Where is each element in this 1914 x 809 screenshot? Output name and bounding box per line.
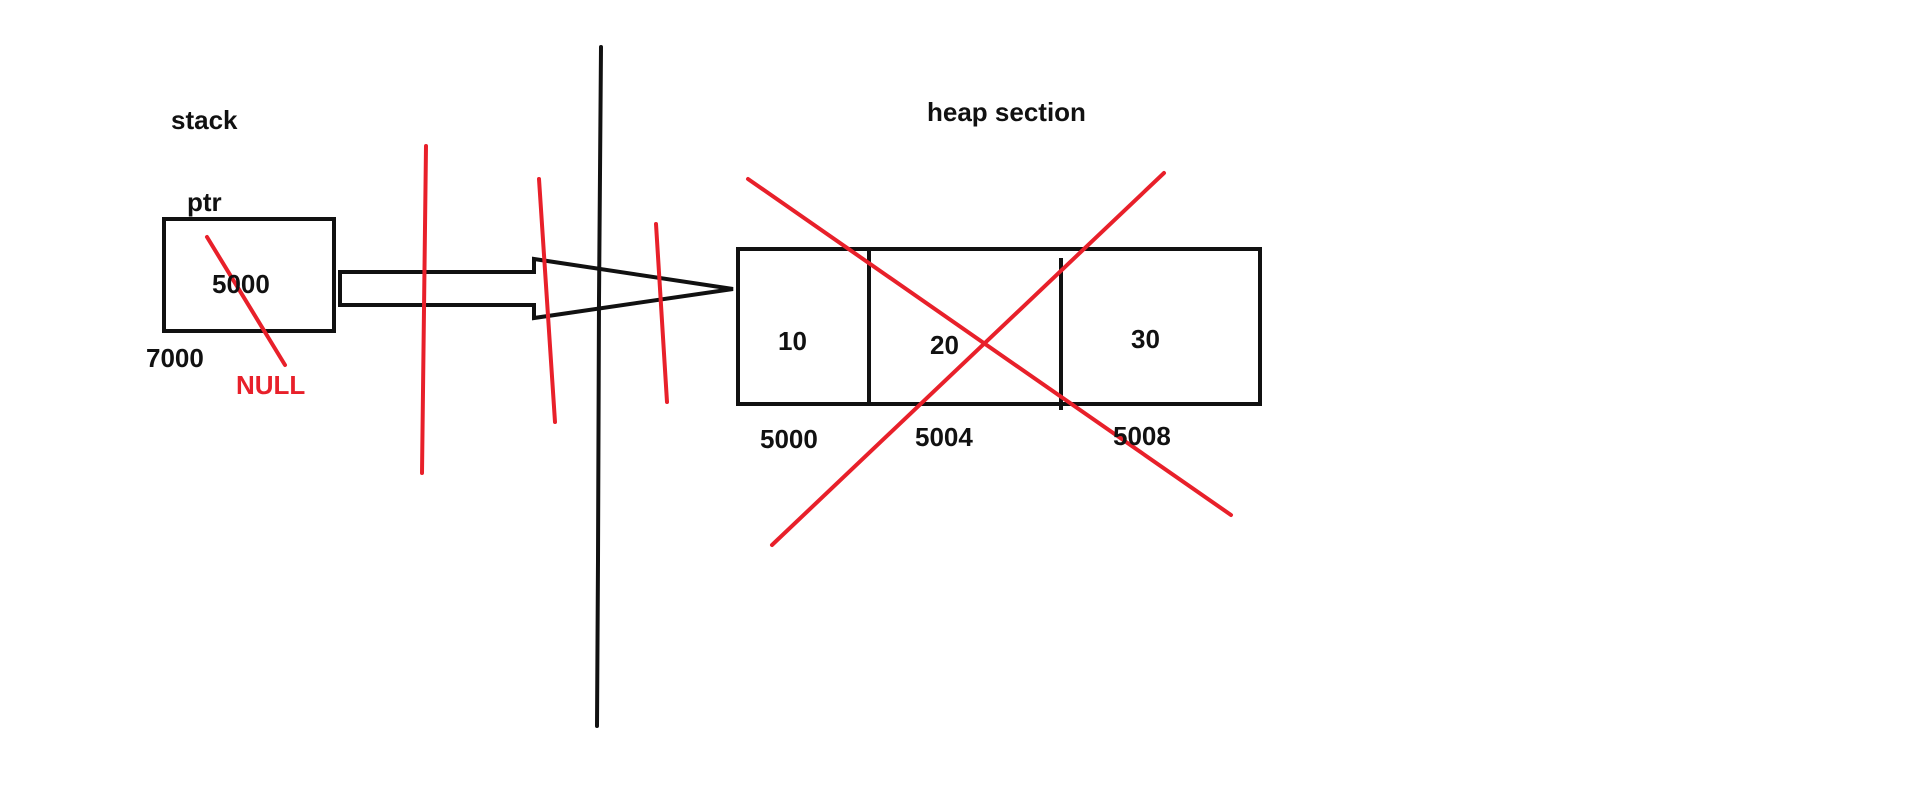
heap-cell-value: 20 — [930, 330, 959, 360]
heap-cell-address: 5008 — [1113, 421, 1171, 451]
stack-label: stack — [171, 105, 238, 135]
strike-heap-diagonal-1 — [746, 177, 1233, 517]
heap-cell-value: 10 — [778, 326, 807, 356]
strike-arrow-2 — [537, 177, 557, 424]
stack-heap-divider — [595, 45, 603, 728]
pointer-name-label: ptr — [187, 187, 222, 217]
strike-arrow-1 — [420, 144, 428, 475]
strike-heap-diagonal-2 — [770, 171, 1166, 547]
pointer-value: 5000 — [212, 269, 270, 299]
heap-section-label: heap section — [927, 97, 1086, 127]
heap-cell-address: 5004 — [915, 422, 973, 452]
strike-pointer-value — [205, 235, 287, 367]
heap-cell-value: 30 — [1131, 324, 1160, 354]
heap-array-box — [736, 247, 1262, 406]
pointer-address: 7000 — [146, 343, 204, 373]
heap-cell-address: 5000 — [760, 424, 818, 454]
pointer-arrow — [338, 256, 734, 321]
null-label: NULL — [236, 370, 306, 400]
strike-arrow-3 — [654, 222, 669, 404]
strike-marks — [205, 144, 1233, 547]
pointer-box — [162, 217, 336, 333]
